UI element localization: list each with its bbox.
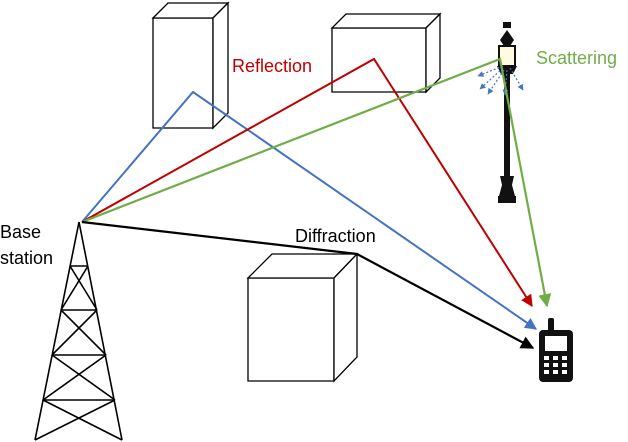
blue-ray-path <box>81 90 537 330</box>
base-station-label-line2: station <box>0 248 54 268</box>
diffraction-label: Diffraction <box>295 226 376 246</box>
base-station-label-line1: Base <box>0 222 42 242</box>
reflection-ray-path <box>81 57 533 308</box>
scattering-label: Scattering <box>536 48 618 68</box>
mobile-phone-icon <box>539 318 573 382</box>
building-cube <box>246 252 359 383</box>
street-lamp-icon <box>497 22 517 203</box>
base-station-tower-icon <box>34 221 123 441</box>
reflection-label: Reflection <box>232 56 313 76</box>
building-wide <box>330 12 442 94</box>
diffraction-ray-path <box>81 220 535 349</box>
building-tall <box>151 1 230 130</box>
scattering-ray-path <box>81 57 552 308</box>
